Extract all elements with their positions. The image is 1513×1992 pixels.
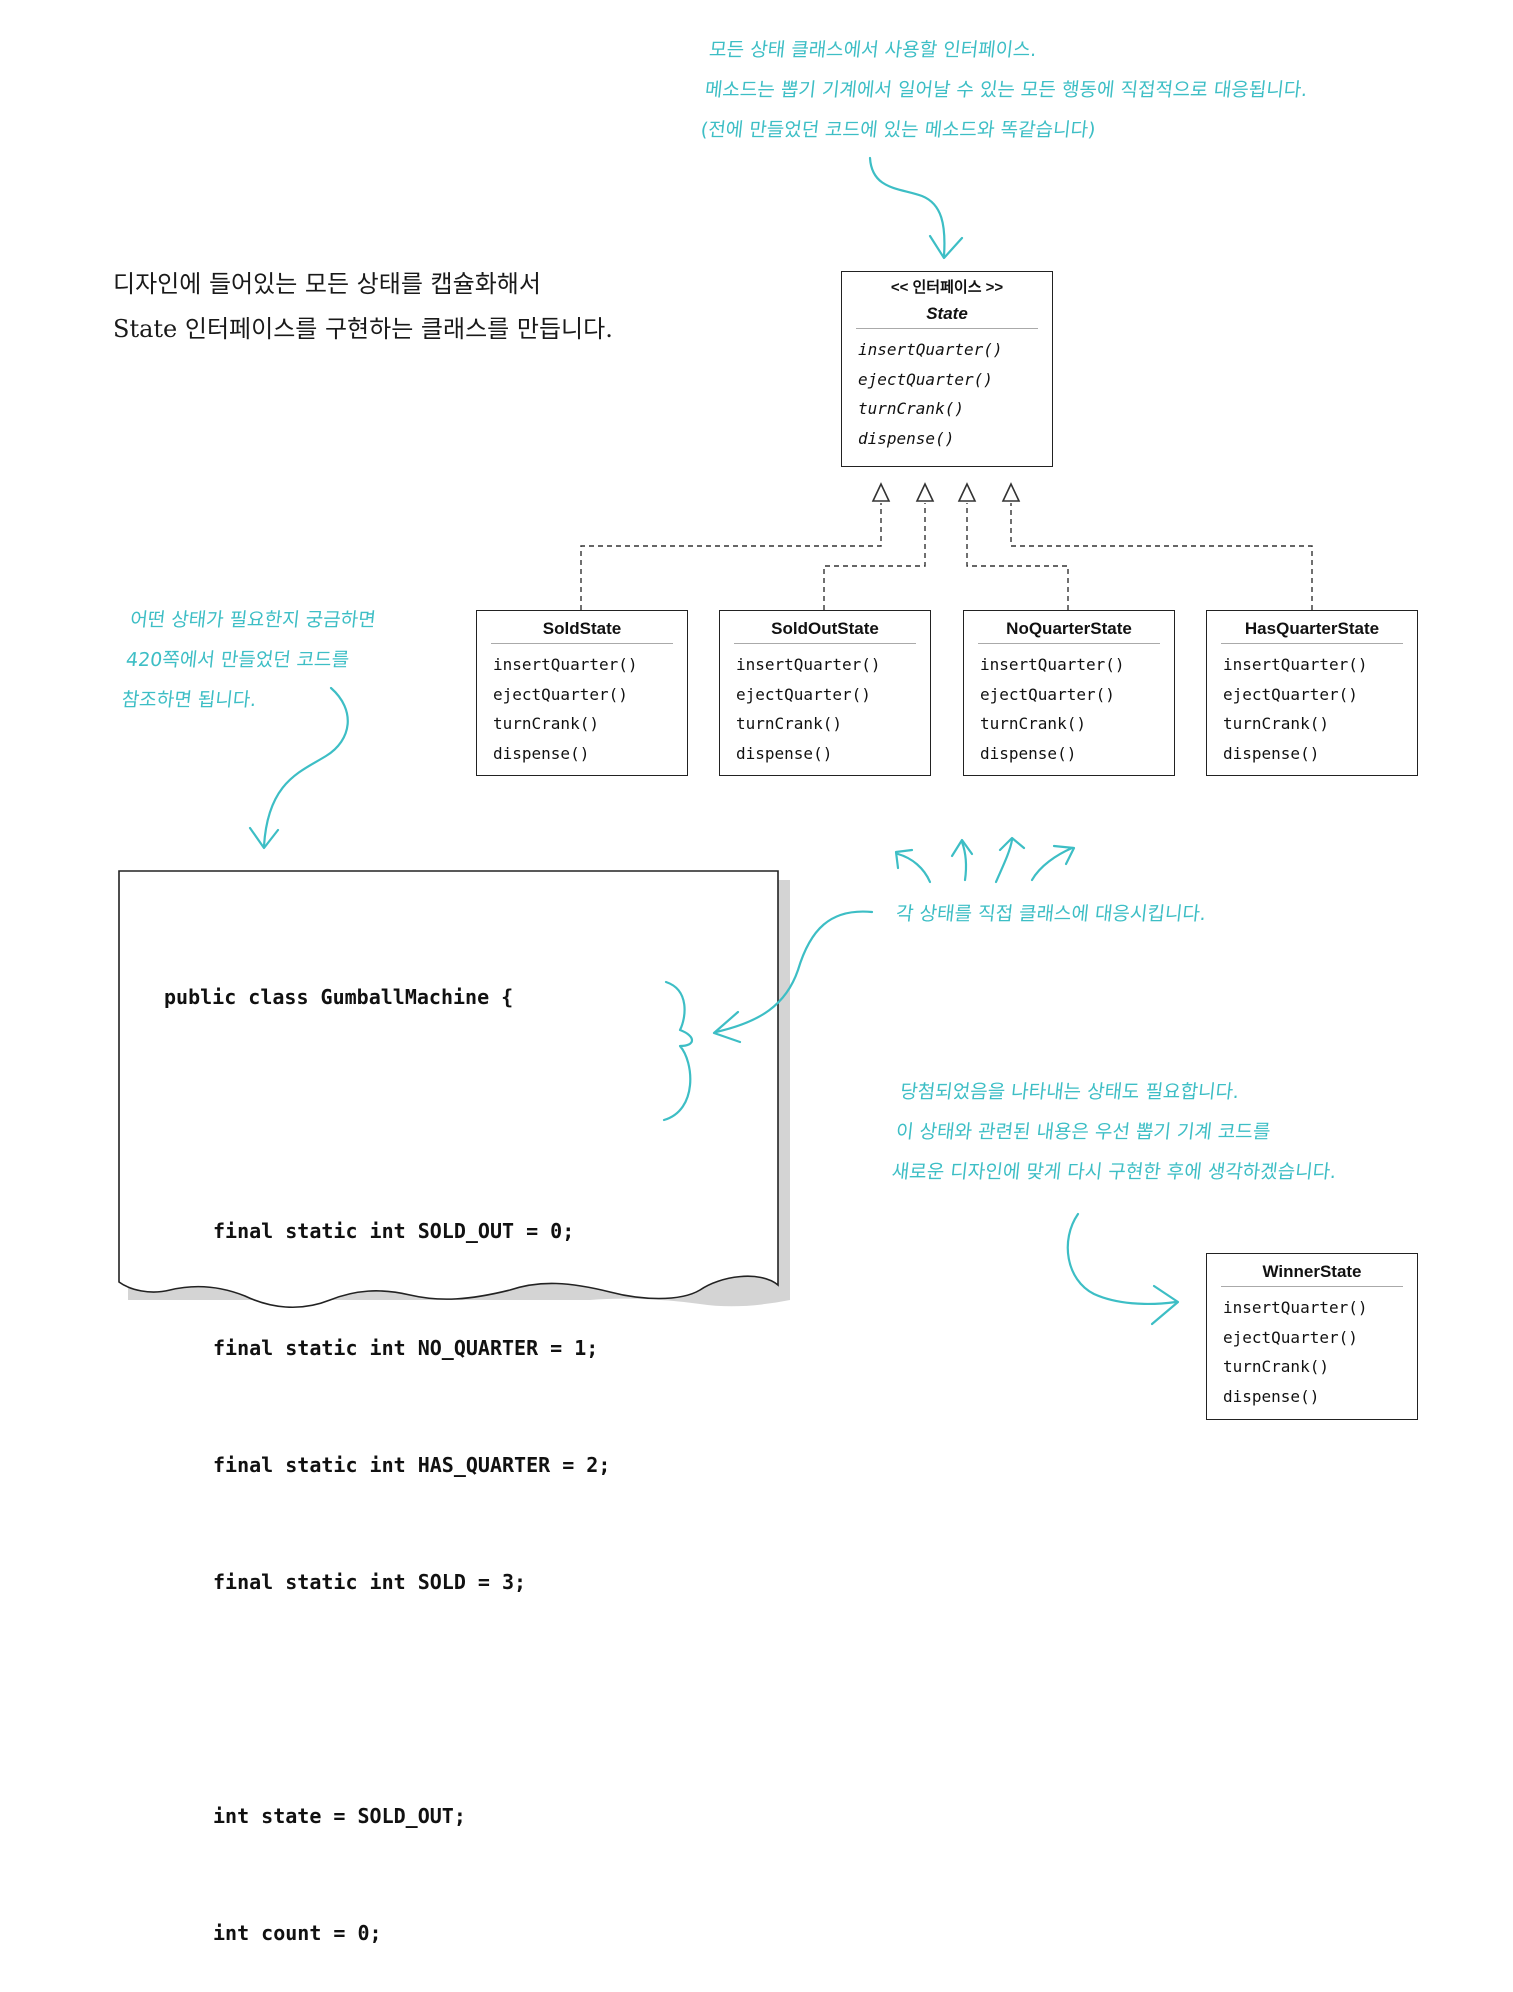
map-note-line: 각 상태를 직접 클래스에 대응시킵니다.: [894, 903, 1208, 925]
class-header: WinnerState: [1221, 1258, 1403, 1287]
lookup-note-line: 어떤 상태가 필요한지 궁금하면: [129, 609, 377, 631]
class-box-sold-out-state: SoldOutState insertQuarter() ejectQuarte…: [719, 610, 931, 776]
class-method: turnCrank(): [736, 714, 842, 733]
code-constant: final static int HAS_QUARTER = 2;: [213, 1453, 611, 1477]
lookup-note-line: 참조하면 됩니다.: [120, 689, 258, 711]
winner-note-line: 새로운 디자인에 맞게 다시 구현한 후에 생각하겠습니다.: [890, 1161, 1338, 1183]
interface-stereotype: << 인터페이스 >>: [890, 279, 1004, 296]
map-note: 각 상태를 직접 클래스에 대응시킵니다.: [894, 894, 1208, 934]
interface-note: 모든 상태 클래스에서 사용할 인터페이스. 메소드는 뽑기 기계에서 일어날 …: [699, 30, 1314, 150]
interface-method: dispense(): [858, 428, 955, 448]
interface-method: ejectQuarter(): [858, 369, 993, 389]
state-interface-box: << 인터페이스 >> State insertQuarter() ejectQ…: [841, 271, 1053, 467]
class-method: insertQuarter(): [1223, 1298, 1368, 1317]
interface-note-line: (전에 만들었던 코드에 있는 메소드와 똑같습니다): [699, 119, 1097, 141]
class-method: turnCrank(): [1223, 714, 1329, 733]
class-name: NoQuarterState: [1006, 619, 1132, 638]
annotation-arrows: [248, 156, 1180, 1326]
class-header: SoldState: [491, 615, 673, 644]
class-method: insertQuarter(): [736, 655, 881, 674]
class-method: turnCrank(): [493, 714, 599, 733]
class-header: NoQuarterState: [978, 615, 1160, 644]
class-methods: insertQuarter() ejectQuarter() turnCrank…: [964, 644, 1174, 768]
class-name: SoldOutState: [771, 619, 879, 638]
code-constant: final static int SOLD = 3;: [213, 1570, 527, 1594]
class-method: dispense(): [980, 743, 1077, 763]
state-interface-header: << 인터페이스 >> State: [856, 276, 1038, 329]
class-method: ejectQuarter(): [1223, 684, 1358, 704]
class-method: ejectQuarter(): [736, 684, 871, 704]
class-method: ejectQuarter(): [493, 684, 628, 704]
state-interface-methods: insertQuarter() ejectQuarter() turnCrank…: [842, 329, 1052, 453]
class-method: ejectQuarter(): [980, 684, 1115, 704]
code-paper: [118, 870, 779, 1309]
code-field: int state = SOLD_OUT;: [213, 1804, 466, 1828]
interface-method: insertQuarter(): [858, 340, 1003, 359]
class-method: dispense(): [1223, 743, 1320, 763]
code-class-decl: public class GumballMachine {: [164, 985, 514, 1009]
lookup-note-line: 420쪽에서 만들었던 코드를: [124, 649, 351, 671]
winner-note: 당첨되었음을 나타내는 상태도 필요합니다. 이 상태와 관련된 내용은 우선 …: [890, 1072, 1347, 1192]
class-methods: insertQuarter() ejectQuarter() turnCrank…: [477, 644, 687, 768]
class-box-no-quarter-state: NoQuarterState insertQuarter() ejectQuar…: [963, 610, 1175, 776]
interface-method: turnCrank(): [858, 399, 964, 418]
class-method: insertQuarter(): [1223, 655, 1368, 674]
code-field: int count = 0;: [213, 1921, 382, 1945]
class-methods: insertQuarter() ejectQuarter() turnCrank…: [1207, 644, 1417, 768]
interface-name: State: [926, 304, 968, 323]
lookup-note: 어떤 상태가 필요한지 궁금하면 420쪽에서 만들었던 코드를 참조하면 됩니…: [120, 600, 378, 720]
intro-text: 디자인에 들어있는 모든 상태를 캡슐화해서 State 인터페이스를 구현하는…: [113, 262, 613, 352]
class-methods: insertQuarter() ejectQuarter() turnCrank…: [1207, 1287, 1417, 1411]
class-method: turnCrank(): [980, 714, 1086, 733]
code-constant: final static int SOLD_OUT = 0;: [213, 1219, 575, 1243]
class-method: turnCrank(): [1223, 1357, 1329, 1376]
class-box-sold-state: SoldState insertQuarter() ejectQuarter()…: [476, 610, 688, 776]
class-header: HasQuarterState: [1221, 615, 1403, 644]
intro-line: State 인터페이스를 구현하는 클래스를 만듭니다.: [113, 315, 613, 343]
intro-line: 디자인에 들어있는 모든 상태를 캡슐화해서: [113, 270, 541, 298]
winner-note-line: 이 상태와 관련된 내용은 우선 뽑기 기계 코드를: [894, 1121, 1272, 1143]
class-method: dispense(): [736, 743, 833, 763]
class-method: dispense(): [493, 743, 590, 763]
realization-arrowheads: [871, 482, 1021, 502]
interface-note-line: 메소드는 뽑기 기계에서 일어날 수 있는 모든 행동에 직접적으로 대응됩니다…: [703, 79, 1309, 101]
realization-lines: [580, 503, 1313, 610]
class-name: HasQuarterState: [1244, 619, 1380, 638]
code-listing: public class GumballMachine { final stat…: [164, 900, 610, 1992]
class-method: insertQuarter(): [493, 655, 638, 674]
code-constant: final static int NO_QUARTER = 1;: [213, 1336, 599, 1360]
class-method: dispense(): [1223, 1386, 1320, 1406]
class-box-winner-state: WinnerState insertQuarter() ejectQuarter…: [1206, 1253, 1418, 1420]
diagram-lines: [118, 156, 1313, 1326]
class-method: ejectQuarter(): [1223, 1327, 1358, 1347]
class-name: SoldState: [542, 619, 622, 638]
code-blank-line: [164, 1680, 610, 1719]
code-blank-line: [164, 1095, 610, 1134]
class-box-has-quarter-state: HasQuarterState insertQuarter() ejectQua…: [1206, 610, 1418, 776]
class-name: WinnerState: [1262, 1262, 1362, 1281]
winner-note-line: 당첨되었음을 나타내는 상태도 필요합니다.: [899, 1081, 1241, 1103]
interface-note-line: 모든 상태 클래스에서 사용할 인터페이스.: [708, 39, 1038, 61]
class-methods: insertQuarter() ejectQuarter() turnCrank…: [720, 644, 930, 768]
class-method: insertQuarter(): [980, 655, 1125, 674]
class-header: SoldOutState: [734, 615, 916, 644]
